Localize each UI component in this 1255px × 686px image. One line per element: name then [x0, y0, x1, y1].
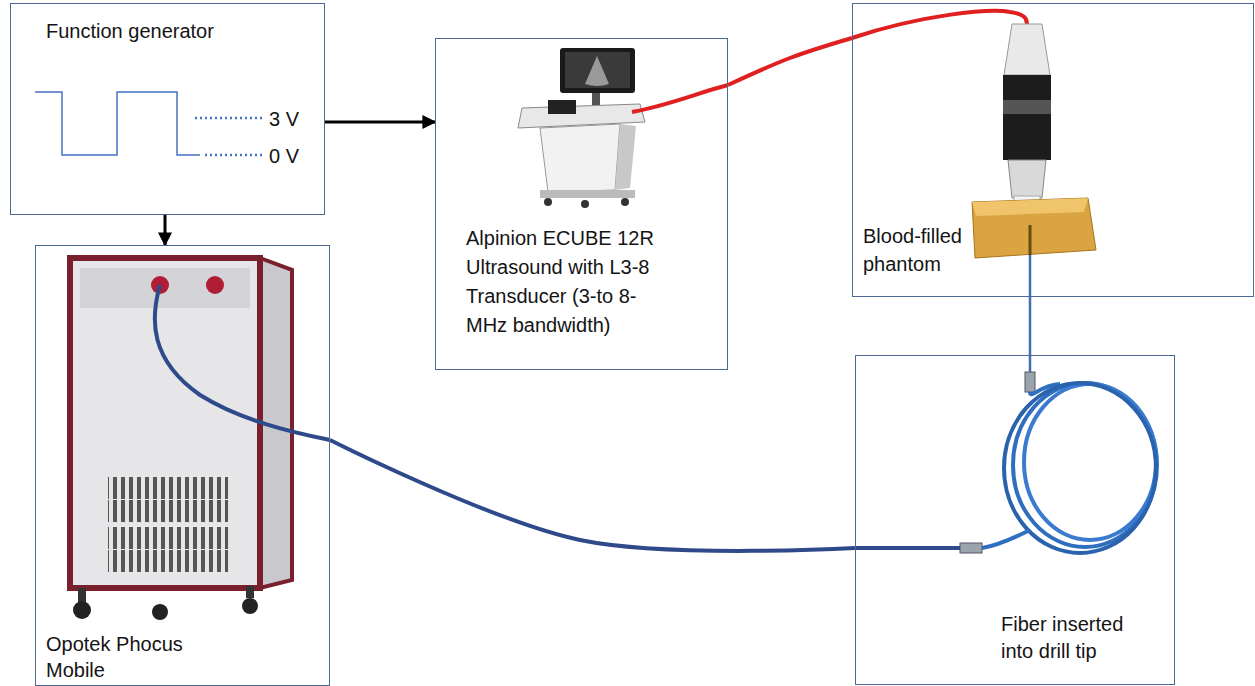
- fiber-connector: [1025, 372, 1035, 392]
- phantom-top: [972, 198, 1088, 216]
- connector: [325, 121, 435, 124]
- fiber-coil: [960, 355, 1157, 553]
- cabinet-front: [70, 258, 260, 588]
- monitor-arm: [592, 93, 600, 105]
- fiber-loop: [1024, 384, 1156, 540]
- fiber-loop: [1004, 383, 1156, 553]
- node-label: Opotek Phocus Mobile: [46, 631, 191, 683]
- connector: [1029, 297, 1032, 355]
- phantom-block: [972, 198, 1096, 258]
- node-label: 0 V: [269, 143, 319, 170]
- cart-base: [540, 190, 635, 198]
- optical-fiber: [1029, 255, 1032, 297]
- fiber-jacket: [982, 530, 1030, 548]
- laser-cabinet: [70, 258, 292, 620]
- connector: [728, 38, 852, 85]
- caster-leg: [246, 586, 254, 598]
- fiber-box: Fiber inserted into drill tip: [855, 355, 1175, 685]
- top-panel: [80, 268, 250, 308]
- ultrasound-box: Alpinion ECUBE 12R Ultrasound with L3-8 …: [435, 38, 728, 370]
- cart-side: [615, 124, 636, 190]
- laser-box: Opotek Phocus Mobile: [35, 245, 330, 686]
- probe-strap: [1003, 100, 1051, 114]
- control-panel: [518, 104, 645, 128]
- wheel: [581, 200, 589, 208]
- scan-image: [585, 56, 609, 86]
- connector: [164, 215, 167, 245]
- wheel: [73, 601, 91, 619]
- connector: [330, 440, 855, 551]
- wheel: [544, 198, 552, 206]
- phantom: [972, 198, 1096, 258]
- node-label: Blood-filled phantom: [863, 222, 973, 278]
- phantom-box: Blood-filled phantom: [852, 3, 1254, 297]
- monitor: [560, 48, 635, 93]
- probe-cable: [852, 11, 1027, 38]
- node-label: 3 V: [269, 106, 319, 133]
- laser-cable: [155, 285, 330, 440]
- wheel: [242, 598, 258, 614]
- wheel: [152, 604, 168, 620]
- probe-handle: [1004, 24, 1050, 75]
- level-marker: [195, 117, 262, 120]
- screen: [565, 52, 630, 88]
- node-label: Fiber inserted into drill tip: [1001, 611, 1141, 665]
- ultrasound-machine: [518, 48, 645, 208]
- level-marker: [205, 154, 262, 157]
- probe-holder: [1003, 75, 1051, 160]
- vent-grille: [108, 475, 228, 575]
- touch-screen: [548, 100, 576, 114]
- fiber-connector: [960, 543, 982, 553]
- cart-body: [540, 124, 620, 192]
- laser-cable: [855, 546, 960, 550]
- optical-fiber: [1029, 355, 1032, 372]
- phantom-slot: [1029, 225, 1032, 255]
- square-wave: [35, 92, 262, 155]
- transducer: [1003, 24, 1051, 202]
- output-port: [206, 276, 224, 294]
- wheel: [621, 198, 629, 206]
- caster-leg: [78, 588, 86, 602]
- node-label: Alpinion ECUBE 12R Ultrasound with L3-8 …: [466, 224, 666, 340]
- node-label: Function generator: [46, 18, 306, 45]
- probe-cable: [632, 85, 728, 112]
- wave-trace: [35, 92, 200, 155]
- generator-box: Function generator 3 V 0 V: [10, 3, 325, 215]
- probe-head: [1008, 160, 1046, 198]
